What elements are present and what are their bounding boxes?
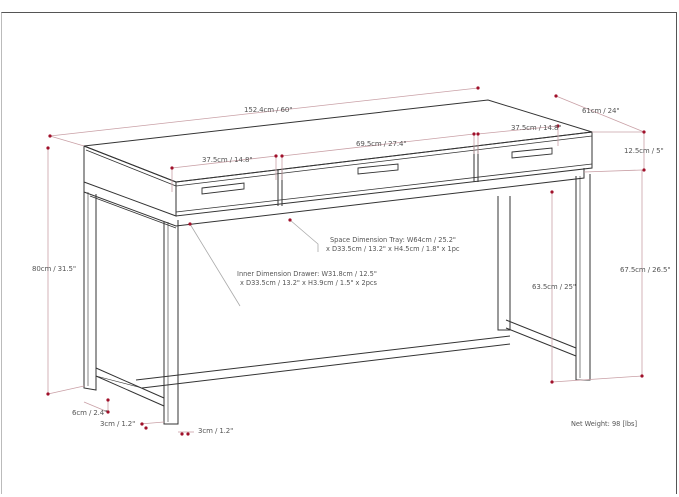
dim-leg-depth-label: 3cm / 1.2" — [100, 420, 136, 428]
dim-drawer-right-label: 37.5cm / 14.8" — [511, 124, 562, 132]
drawer-handle-center — [357, 163, 399, 175]
tray-note-line1: Space Dimension Tray: W64cm / 25.2" — [330, 236, 456, 244]
leg-front-right — [575, 174, 591, 381]
dim-height-right-label: 67.5cm / 26.5" — [620, 266, 671, 274]
dim-width-label: 152.4cm / 60" — [244, 106, 293, 114]
drawer-note-line2: x D33.5cm / 13.2" x H3.9cm / 1.5" x 2pcs — [240, 279, 377, 287]
desk-left-apron — [83, 145, 177, 217]
leg-front-left — [163, 220, 179, 425]
drawer-handle-right — [511, 147, 553, 159]
diagram-frame — [1, 12, 677, 494]
leg-back-right — [497, 196, 511, 331]
drawer-handle-left — [201, 182, 245, 195]
stretcher-center — [135, 335, 511, 389]
net-weight-label: Net Weight: 98 [lbs] — [571, 420, 638, 428]
dim-drawer-center-label: 69.5cm / 27.4" — [356, 140, 407, 148]
dim-foot-height-label: 6cm / 2.4" — [72, 409, 108, 417]
stretcher-right — [505, 319, 577, 357]
dim-top-thickness-label: 12.5cm / 5" — [624, 147, 664, 155]
tray-note-line2: x D33.5cm / 13.2" x H4.5cm / 1.8" x 1pc — [326, 245, 460, 253]
leg-back-left — [83, 190, 97, 391]
dim-drawer-left-label: 37.5cm / 14.8" — [202, 156, 253, 164]
dim-height-total-label: 80cm / 31.5" — [32, 265, 76, 273]
dim-leg-width-label: 3cm / 1.2" — [198, 427, 234, 435]
stretcher-left — [95, 367, 165, 407]
dim-depth-label: 61cm / 24" — [582, 107, 620, 115]
dim-clearance-label: 63.5cm / 25" — [532, 283, 576, 291]
drawer-note-line1: Inner Dimension Drawer: W31.8cm / 12.5" — [237, 270, 377, 278]
